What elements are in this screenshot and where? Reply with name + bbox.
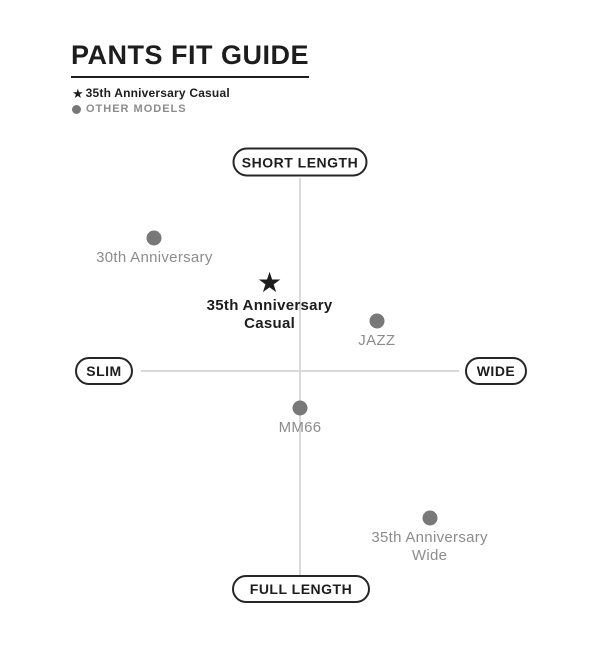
page-title: PANTS FIT GUIDE [71, 40, 310, 78]
axis-label-wide: WIDE [476, 363, 516, 379]
axis-label-full-length: FULL LENGTH [249, 581, 353, 597]
axis-pill-full-length: FULL LENGTH [232, 575, 370, 603]
axis-pill-slim: SLIM [75, 357, 133, 385]
legend-label: 35th Anniversary Casual [85, 86, 230, 100]
dot-icon [369, 313, 385, 329]
legend: ★ 35th Anniversary Casual OTHER MODELS [72, 85, 230, 117]
legend-item-other-models: OTHER MODELS [72, 101, 230, 117]
star-icon: ★ [257, 267, 283, 299]
star-icon: ★ [72, 85, 84, 101]
dot-icon [422, 510, 438, 526]
legend-item-35th-anniversary-casual: ★ 35th Anniversary Casual [72, 85, 230, 101]
dot-icon [146, 230, 162, 246]
axis-label-slim: SLIM [86, 363, 122, 379]
point-label: 30th Anniversary [96, 248, 213, 266]
dot-icon [72, 104, 81, 114]
axis-pill-wide: WIDE [465, 357, 527, 385]
horizontal-axis-line [141, 370, 459, 372]
point-label: JAZZ [358, 331, 396, 349]
point-label: MM66 [278, 418, 322, 436]
axis-label-short-length: SHORT LENGTH [241, 154, 359, 170]
legend-label: OTHER MODELS [86, 103, 187, 115]
dot-icon [292, 400, 308, 416]
axis-pill-short-length: SHORT LENGTH [232, 147, 368, 177]
vertical-axis-line [299, 178, 301, 575]
